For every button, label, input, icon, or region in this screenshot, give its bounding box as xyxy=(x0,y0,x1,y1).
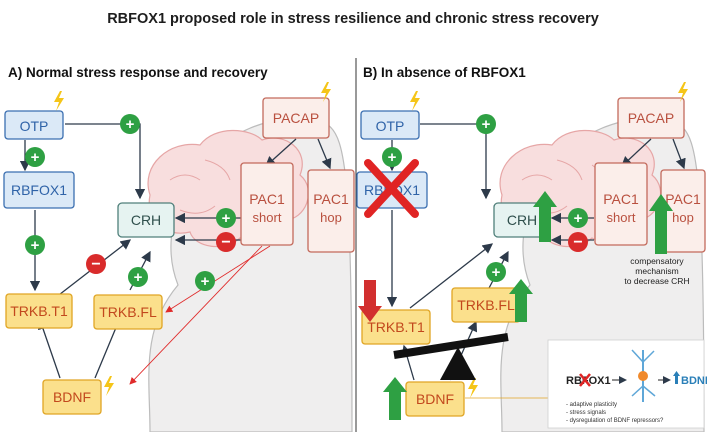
trkb-t1-node xyxy=(361,309,431,345)
pac1-short-label-2: short xyxy=(607,210,636,225)
crh-node xyxy=(117,202,175,238)
inset-bullet-1: - adaptive plasticity xyxy=(566,402,617,408)
svg-text:+: + xyxy=(31,149,40,166)
bdnf-label: BDNF xyxy=(416,391,454,407)
activation-badge: + xyxy=(25,235,45,255)
svg-text:+: + xyxy=(126,116,135,133)
bdnf-node xyxy=(42,379,102,415)
activation-badge: + xyxy=(128,267,148,287)
svg-text:+: + xyxy=(201,273,210,290)
otp-label: OTP xyxy=(376,118,405,134)
crh-label: CRH xyxy=(131,212,161,228)
lightning-icon xyxy=(410,91,420,111)
panel-a: A) Normal stress response and recovery O… xyxy=(3,65,355,432)
pac1-short-label-1: PAC1 xyxy=(603,191,639,207)
activation-badge: + xyxy=(476,114,496,134)
svg-text:+: + xyxy=(134,269,143,286)
pacap-node xyxy=(617,97,685,139)
trkb-t1-label: TRKB.T1 xyxy=(367,319,425,335)
up-arrow-icon xyxy=(649,194,673,254)
inset-panel: RBFOX1 BDNF - adaptive plasticity - stre… xyxy=(547,339,707,429)
rbfox1-node xyxy=(3,171,75,209)
up-arrow-icon xyxy=(673,371,680,384)
svg-text:+: + xyxy=(574,210,583,227)
up-arrow-icon xyxy=(509,279,533,322)
pac1-short-node xyxy=(240,162,294,246)
pac1-hop-label-2: hop xyxy=(672,210,694,225)
svg-text:+: + xyxy=(222,210,231,227)
cross-icon xyxy=(364,159,419,218)
up-arrow-icon xyxy=(383,377,407,420)
svg-text:−: − xyxy=(573,234,582,251)
otp-node xyxy=(360,110,420,140)
inset-rbfox1-label: RBFOX1 xyxy=(566,375,611,387)
rbfox1-label: RBFOX1 xyxy=(11,182,67,198)
svg-text:+: + xyxy=(492,264,501,281)
pac1-short-node xyxy=(594,162,648,246)
inset-bullet-2: - stress signals xyxy=(566,410,606,416)
bdnf-label: BDNF xyxy=(53,389,91,405)
lightning-icon xyxy=(54,91,64,111)
svg-text:−: − xyxy=(91,256,100,273)
trkb-t1-label: TRKB.T1 xyxy=(10,303,68,319)
pacap-label: PACAP xyxy=(273,110,319,126)
neuron-icon xyxy=(631,349,656,402)
pac1-short-label-1: PAC1 xyxy=(249,191,285,207)
svg-text:−: − xyxy=(221,234,230,251)
compensation-note-1: compensatory xyxy=(630,256,684,266)
svg-text:+: + xyxy=(388,149,397,166)
activation-badge: + xyxy=(486,262,506,282)
lightning-icon xyxy=(468,378,478,398)
pac1-hop-label-2: hop xyxy=(320,210,342,225)
figure-title: RBFOX1 proposed role in stress resilienc… xyxy=(107,11,599,27)
compensation-note-3: to decrease CRH xyxy=(624,276,689,286)
pac1-hop-label-1: PAC1 xyxy=(313,191,349,207)
trkb-fl-label: TRKB.FL xyxy=(99,304,157,320)
pacap-node xyxy=(262,97,330,139)
inhibition-badge: − xyxy=(568,232,588,252)
otp-label: OTP xyxy=(20,118,49,134)
compensation-note-2: mechanism xyxy=(635,266,678,276)
pac1-hop-label-1: PAC1 xyxy=(665,191,701,207)
cross-icon xyxy=(579,373,591,387)
trkb-fl-node xyxy=(93,294,163,330)
activation-badge: + xyxy=(382,147,402,167)
trkb-fl-label: TRKB.FL xyxy=(457,297,515,313)
svg-text:+: + xyxy=(31,237,40,254)
seesaw xyxy=(393,333,509,380)
inset-bullet-3: - dysregulation of BDNF repressors? xyxy=(566,418,664,424)
activation-badge: + xyxy=(120,114,140,134)
inhibition-badge: − xyxy=(216,232,236,252)
svg-text:+: + xyxy=(482,116,491,133)
trkb-t1-node xyxy=(5,293,73,329)
panel-b-title: B) In absence of RBFOX1 xyxy=(363,65,526,80)
panel-b: B) In absence of RBFOX1 OTP PACAP RBFOX1… xyxy=(356,65,707,432)
otp-node xyxy=(4,110,64,140)
inhibition-badge: − xyxy=(86,254,106,274)
lightning-icon xyxy=(104,376,114,396)
activation-badge: + xyxy=(25,147,45,167)
bdnf-node xyxy=(405,381,465,417)
pac1-short-label-2: short xyxy=(253,210,282,225)
pac1-hop-node xyxy=(307,169,355,253)
up-arrow-icon xyxy=(533,191,557,242)
pacap-label: PACAP xyxy=(628,110,674,126)
crh-label: CRH xyxy=(507,212,537,228)
activation-badge: + xyxy=(195,271,215,291)
inset-bdnf-label: BDNF xyxy=(681,375,707,387)
activation-badge: + xyxy=(216,208,236,228)
down-arrow-icon xyxy=(358,280,382,322)
panel-a-title: A) Normal stress response and recovery xyxy=(8,65,268,80)
activation-badge: + xyxy=(568,208,588,228)
